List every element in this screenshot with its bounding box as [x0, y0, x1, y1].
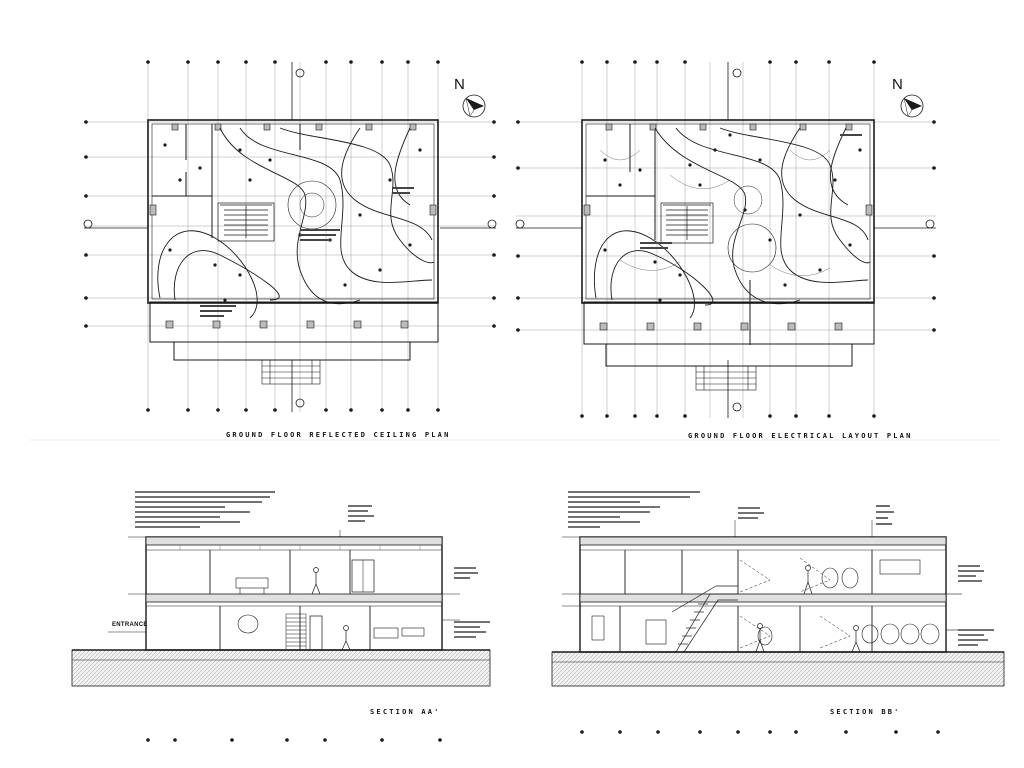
section-aa-caption: SECTION AA'	[370, 708, 441, 716]
level-markers	[562, 536, 962, 631]
entrance-label: ENTRANCE	[112, 622, 148, 628]
stair-core	[660, 202, 714, 244]
grid-bubbles	[516, 60, 936, 418]
electrical-plan-caption: GROUND FLOOR ELECTRICAL LAYOUT PLAN	[688, 432, 913, 440]
internal-walls	[586, 124, 751, 345]
curved-ceiling-lines	[157, 127, 435, 319]
columns	[583, 123, 873, 331]
light-fixtures	[163, 143, 422, 302]
reflected-ceiling-plan	[83, 60, 497, 412]
furniture	[591, 559, 921, 645]
rcp-plan-caption: GROUND FLOOR REFLECTED CEILING PLAN	[226, 431, 451, 439]
ground-hatch	[551, 651, 1005, 687]
section-bb	[551, 491, 1005, 734]
furniture	[235, 577, 425, 639]
oval-elements	[757, 567, 940, 646]
north-label: N	[892, 76, 903, 93]
stair-core	[217, 202, 275, 242]
outer-wall	[581, 119, 875, 304]
annotation-marks	[200, 187, 414, 317]
electrical-fixtures	[603, 133, 862, 302]
building-outline	[145, 536, 443, 651]
staircase	[671, 585, 738, 653]
entry-stairs	[261, 359, 321, 385]
people-figures	[755, 565, 861, 653]
north-arrow-icon	[900, 94, 924, 118]
specification-notes	[568, 491, 994, 646]
wiring	[599, 149, 831, 277]
north-label: N	[454, 76, 465, 93]
annotation-marks	[640, 134, 862, 249]
grid-bubbles	[146, 738, 442, 742]
internal-walls	[152, 124, 301, 238]
people-figures	[311, 567, 351, 651]
grid-bubbles	[84, 60, 496, 412]
grid-lines	[516, 62, 936, 418]
ground-hatch	[71, 649, 491, 687]
section-aa	[71, 491, 491, 742]
electrical-layout-plan	[515, 60, 936, 418]
stair-section	[285, 613, 307, 651]
section-markers	[83, 62, 497, 412]
roof-fixtures	[179, 545, 421, 550]
north-arrow-icon	[462, 94, 486, 118]
section-walls	[619, 550, 873, 652]
grid-bubbles	[580, 730, 940, 734]
specification-notes	[135, 491, 490, 638]
entry-stairs	[695, 365, 757, 391]
section-markers	[515, 62, 936, 418]
columns	[149, 123, 437, 329]
level-markers	[108, 536, 460, 633]
curved-ceiling-lines	[593, 127, 871, 319]
outer-wall	[147, 119, 439, 304]
section-bb-caption: SECTION BB'	[830, 708, 901, 716]
section-walls	[209, 550, 371, 650]
dashed-elements	[739, 557, 851, 649]
